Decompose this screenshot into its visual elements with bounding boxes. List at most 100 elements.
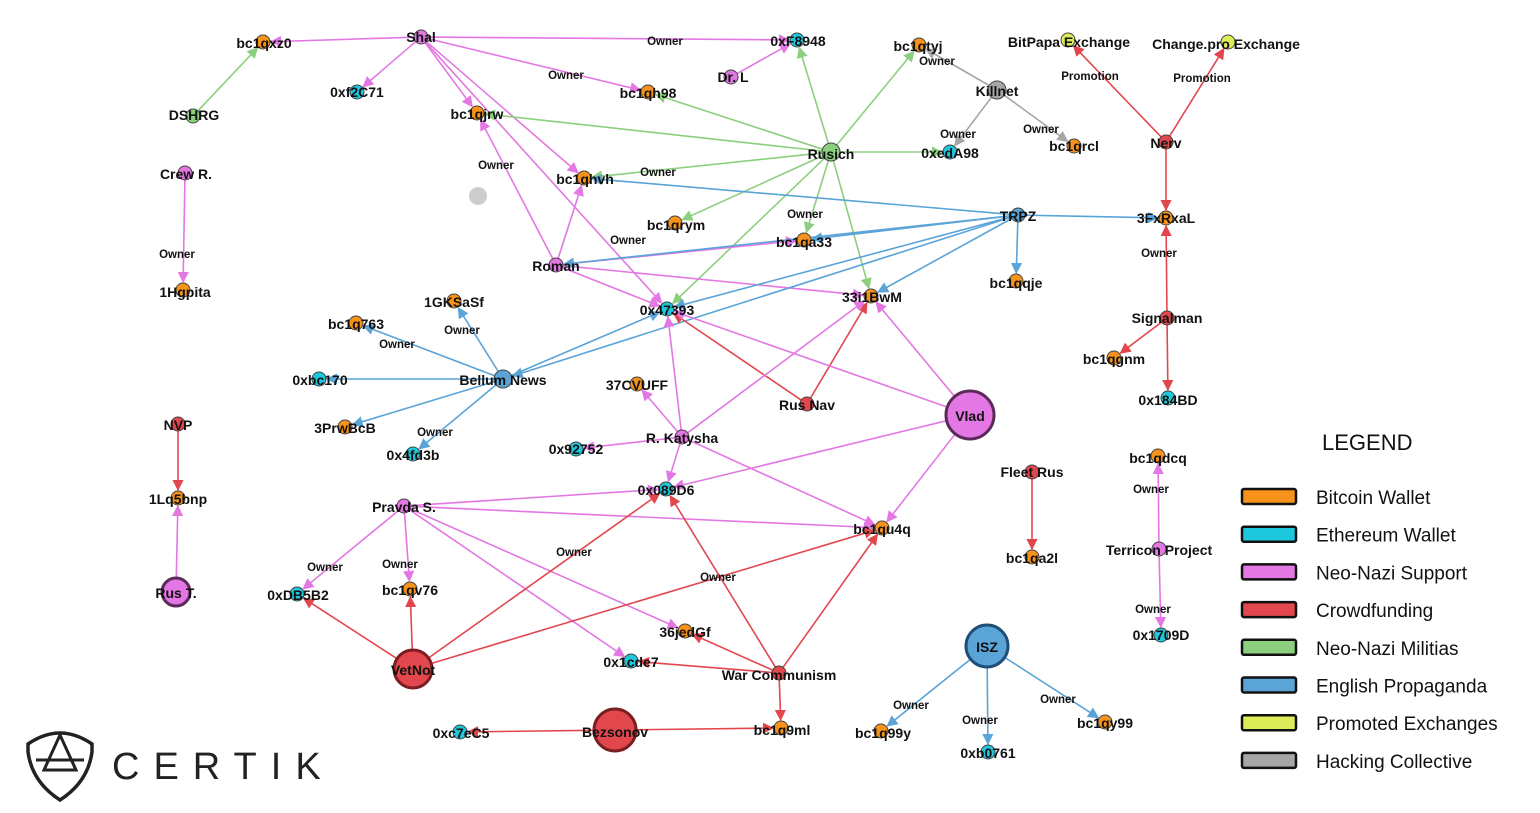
node-isz[interactable]: ISZ: [964, 623, 1010, 669]
node-label-bc1qrcl: bc1qrcl: [1049, 138, 1099, 154]
edge-label-shal-0xf8948: Owner: [647, 36, 683, 48]
node-bc1qrcl[interactable]: bc1qrcl: [1049, 138, 1099, 154]
node-0xdb5b2[interactable]: 0xDB5B2: [267, 586, 329, 603]
node-warcommunism[interactable]: War Communism: [722, 665, 837, 683]
node-vlad[interactable]: Vlad: [944, 389, 996, 441]
node-36jedgf[interactable]: 36jedGf: [659, 623, 711, 640]
node-1lq5bnp[interactable]: 1Lq5bnp: [149, 490, 207, 507]
node-0x184bd[interactable]: 0x184BD: [1138, 390, 1198, 408]
node-bc1q9ml[interactable]: bc1q9ml: [754, 720, 811, 738]
edge-bellum-0x4fd3b: [418, 384, 497, 450]
node-nvp[interactable]: NVP: [164, 416, 193, 433]
node-bc1qh98[interactable]: bc1qh98: [620, 84, 677, 101]
node-dshrg[interactable]: DSHRG: [169, 107, 220, 124]
node-unlabeled[interactable]: [469, 187, 487, 205]
node-0x47393[interactable]: 0x47393: [640, 301, 695, 318]
node-terricon[interactable]: Terricon Project: [1106, 541, 1213, 558]
node-0x92752[interactable]: 0x92752: [549, 441, 604, 457]
node-0xf8948[interactable]: 0xF8948: [770, 32, 826, 49]
node-circle-0x1709d: [1153, 627, 1169, 643]
node-label-rusich: Rusich: [808, 146, 855, 162]
node-label-rkatysha: R. Katysha: [646, 430, 719, 446]
edge-trpz-bc1qhvh: [590, 173, 1012, 216]
node-bc1qtyj[interactable]: bc1qtyj: [893, 37, 943, 54]
edge-killnet-0xeda98: [954, 96, 993, 147]
node-rkatysha[interactable]: R. Katysha: [646, 429, 719, 446]
node-0x089d6[interactable]: 0x089D6: [638, 481, 695, 498]
node-0xb0761[interactable]: 0xb0761: [960, 744, 1016, 761]
node-label-killnet: Killnet: [976, 83, 1019, 99]
node-label-vetnot: VetNot: [391, 662, 436, 678]
node-changepro[interactable]: Change.pro Exchange: [1152, 34, 1300, 52]
node-3fxrxal[interactable]: 3FxRxaL: [1137, 210, 1196, 226]
node-bc1qv76[interactable]: bc1qv76: [382, 581, 438, 598]
node-bc1qgnm[interactable]: bc1qgnm: [1083, 350, 1145, 367]
node-circle-0xbc170: [311, 371, 327, 387]
node-1hgpita[interactable]: 1Hgpita: [159, 282, 211, 300]
node-0xc7ec5[interactable]: 0xc7eC5: [433, 724, 490, 741]
edge-isz-bc1q99y: [886, 658, 972, 727]
node-rusich[interactable]: Rusich: [808, 142, 855, 162]
node-0xbc170[interactable]: 0xbc170: [292, 371, 348, 388]
node-bc1qqje[interactable]: bc1qqje: [990, 273, 1043, 291]
node-signalman[interactable]: Signalman: [1132, 310, 1203, 326]
node-circle-bc1qa33: [796, 232, 812, 248]
edge-label-isz-bc1qy99: Owner: [1040, 694, 1076, 706]
node-rusnav[interactable]: Rus Nav: [779, 396, 835, 413]
node-roman[interactable]: Roman: [532, 257, 580, 274]
node-0x1709d[interactable]: 0x1709D: [1133, 627, 1190, 643]
node-bc1q763[interactable]: bc1q763: [328, 315, 384, 332]
node-33i1bwm[interactable]: 33i1BwM: [842, 288, 902, 305]
node-bc1qhvh[interactable]: bc1qhvh: [556, 170, 614, 187]
node-bc1qa33[interactable]: bc1qa33: [776, 232, 832, 250]
edge-label-bellum-1gksasf: Owner: [444, 325, 480, 337]
node-label-bc1qu4q: bc1qu4q: [853, 521, 911, 537]
node-circle-drl: [723, 69, 739, 85]
node-bc1qu4q[interactable]: bc1qu4q: [853, 520, 911, 537]
node-rust[interactable]: Rus T.: [155, 576, 197, 608]
node-nerv[interactable]: Nerv: [1150, 134, 1182, 151]
node-bc1qrym[interactable]: bc1qrym: [647, 215, 705, 233]
node-label-1gksasf: 1GKSaSf: [424, 294, 484, 310]
node-bezsonov[interactable]: Bezsonov: [582, 707, 648, 753]
node-0xeda98[interactable]: 0xedA98: [921, 144, 979, 161]
node-label-3fxrxal: 3FxRxaL: [1137, 210, 1196, 226]
edge-rkatysha-37cvuff: [641, 389, 679, 433]
edge-isz-bc1qy99: [1004, 656, 1100, 719]
edge-rkatysha-33i1bwm: [687, 300, 866, 434]
node-circle-3prwbcb: [337, 419, 353, 435]
edge-rusich-33i1bwm: [832, 160, 872, 290]
node-bitpapa[interactable]: BitPapa Exchange: [1008, 32, 1130, 50]
node-killnet[interactable]: Killnet: [976, 80, 1019, 100]
node-crewr[interactable]: Crew R.: [160, 165, 212, 182]
node-bc1qxz0[interactable]: bc1qxz0: [236, 34, 292, 51]
edges-layer: [172, 34, 1225, 746]
node-0xf2c71[interactable]: 0xf2C71: [330, 84, 384, 100]
node-circle-0xc7ec5: [452, 724, 468, 740]
node-label-bc1qgnm: bc1qgnm: [1083, 351, 1145, 367]
node-vetnot[interactable]: VetNot: [391, 648, 436, 690]
node-bellum[interactable]: Bellum News: [459, 369, 547, 389]
node-0x1cde7[interactable]: 0x1cde7: [603, 653, 659, 670]
edge-rusich-bc1qrym: [681, 155, 824, 221]
node-circle-bc1qu4q: [874, 520, 890, 536]
node-drl[interactable]: Dr. L: [717, 69, 749, 85]
node-bc1qdcq[interactable]: bc1qdcq: [1129, 448, 1187, 466]
node-label-0xbc170: 0xbc170: [292, 372, 347, 388]
node-bc1qy99[interactable]: bc1qy99: [1077, 714, 1133, 731]
node-fleetrus[interactable]: Fleet Rus: [1000, 464, 1063, 480]
node-3prwbcb[interactable]: 3PrwBcB: [314, 419, 376, 436]
node-trpz[interactable]: TRPZ: [1000, 207, 1037, 224]
node-bc1qjrw[interactable]: bc1qjrw: [451, 105, 504, 122]
legend-item-ethereum: Ethereum Wallet: [1240, 525, 1456, 547]
node-shal[interactable]: Shal: [406, 29, 436, 45]
node-circle-bc1qy99: [1097, 714, 1113, 730]
node-37cvuff[interactable]: 37CVUFF: [606, 376, 669, 393]
node-pravdas[interactable]: Pravda S.: [372, 498, 436, 515]
node-1gksasf[interactable]: 1GKSaSf: [424, 293, 484, 310]
node-0x4fd3b[interactable]: 0x4fd3b: [387, 446, 440, 463]
node-bc1qa2l[interactable]: bc1qa2l: [1006, 549, 1058, 566]
node-bc1q99y[interactable]: bc1q99y: [855, 723, 911, 741]
edge-label-isz-0xb0761: Owner: [962, 715, 998, 727]
